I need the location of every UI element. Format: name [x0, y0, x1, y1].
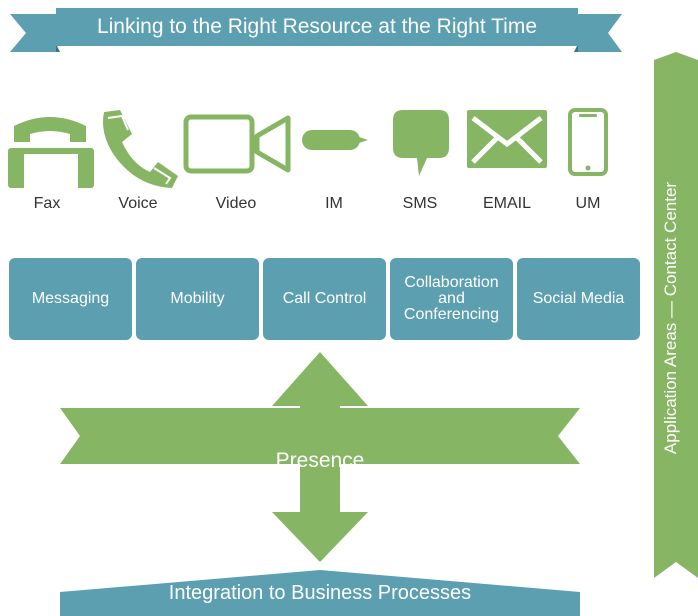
box-label: Call Control: [282, 290, 367, 307]
box-label-line3: Conferencing: [403, 306, 500, 323]
box-social-media: Social Media: [517, 258, 640, 340]
box-label: Social Media: [532, 290, 625, 307]
icon-label-sms: SMS: [402, 195, 438, 212]
chat-bar-icon: [302, 130, 368, 150]
page-title: Linking to the Right Resource at the Rig…: [96, 15, 538, 38]
box-messaging: Messaging: [9, 258, 132, 340]
presence-label: Presence: [275, 449, 365, 472]
envelope-icon: [467, 110, 547, 168]
box-label-line2: and: [438, 290, 465, 307]
box-mobility: Mobility: [136, 258, 259, 340]
icon-label-video: Video: [215, 195, 257, 212]
box-call-control: Call Control: [263, 258, 386, 340]
icon-label-fax: Fax: [33, 195, 61, 212]
presence-graphic: [60, 352, 580, 562]
side-banner: [654, 52, 698, 578]
icon-label-um: UM: [575, 195, 601, 212]
speech-bubble-icon: [393, 110, 449, 176]
side-label-box: Application Areas — Contact Center: [646, 58, 696, 578]
box-label: Messaging: [31, 290, 110, 307]
integration-banner: [60, 570, 580, 616]
box-collaboration: Collaboration and Conferencing: [390, 258, 513, 340]
icon-label-voice: Voice: [118, 195, 158, 212]
title-ribbon: [10, 8, 622, 52]
side-label: Application Areas — Contact Center: [661, 181, 680, 455]
smartphone-icon: [568, 108, 608, 176]
integration-label: Integration to Business Processes: [168, 582, 472, 604]
icon-label-email: EMAIL: [482, 195, 531, 212]
fax-icon: [8, 117, 94, 188]
box-label: Mobility: [170, 290, 225, 307]
video-camera-icon: [183, 114, 291, 174]
icon-label-im: IM: [325, 195, 343, 212]
box-label-line1: Collaboration: [404, 274, 499, 291]
phone-handset-icon: [103, 110, 178, 188]
